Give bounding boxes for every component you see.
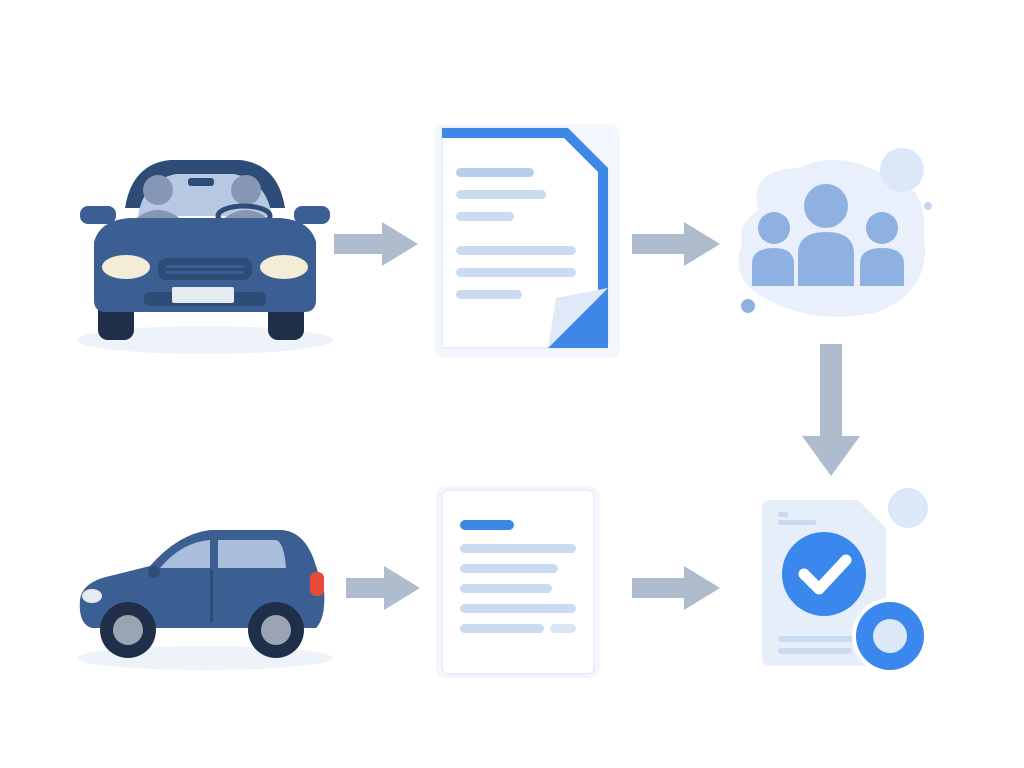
document-lines-icon xyxy=(436,486,600,678)
document-check-icon xyxy=(762,488,928,674)
arrow-right-icon xyxy=(346,566,420,610)
people-group-node xyxy=(728,140,938,320)
document-folded-corner-icon xyxy=(434,124,620,358)
arrow-hatchback-to-document xyxy=(346,564,422,612)
document-2-node xyxy=(434,484,604,680)
arrow-document-to-people xyxy=(632,220,722,268)
hatchback-side-icon xyxy=(77,530,333,670)
sedan-front-node xyxy=(70,150,340,360)
arrow-right-icon xyxy=(632,222,720,266)
people-group-icon xyxy=(738,148,932,317)
arrow-document-to-approval xyxy=(632,564,722,612)
arrow-sedan-to-document xyxy=(334,220,420,268)
document-1-node xyxy=(430,120,626,362)
arrow-down-icon xyxy=(802,344,860,476)
arrow-people-to-approval xyxy=(800,344,862,478)
approved-document-node xyxy=(756,488,936,678)
sedan-front-icon xyxy=(77,160,333,354)
hatchback-side-node xyxy=(70,520,340,680)
arrow-right-icon xyxy=(632,566,720,610)
arrow-right-icon xyxy=(334,222,418,266)
